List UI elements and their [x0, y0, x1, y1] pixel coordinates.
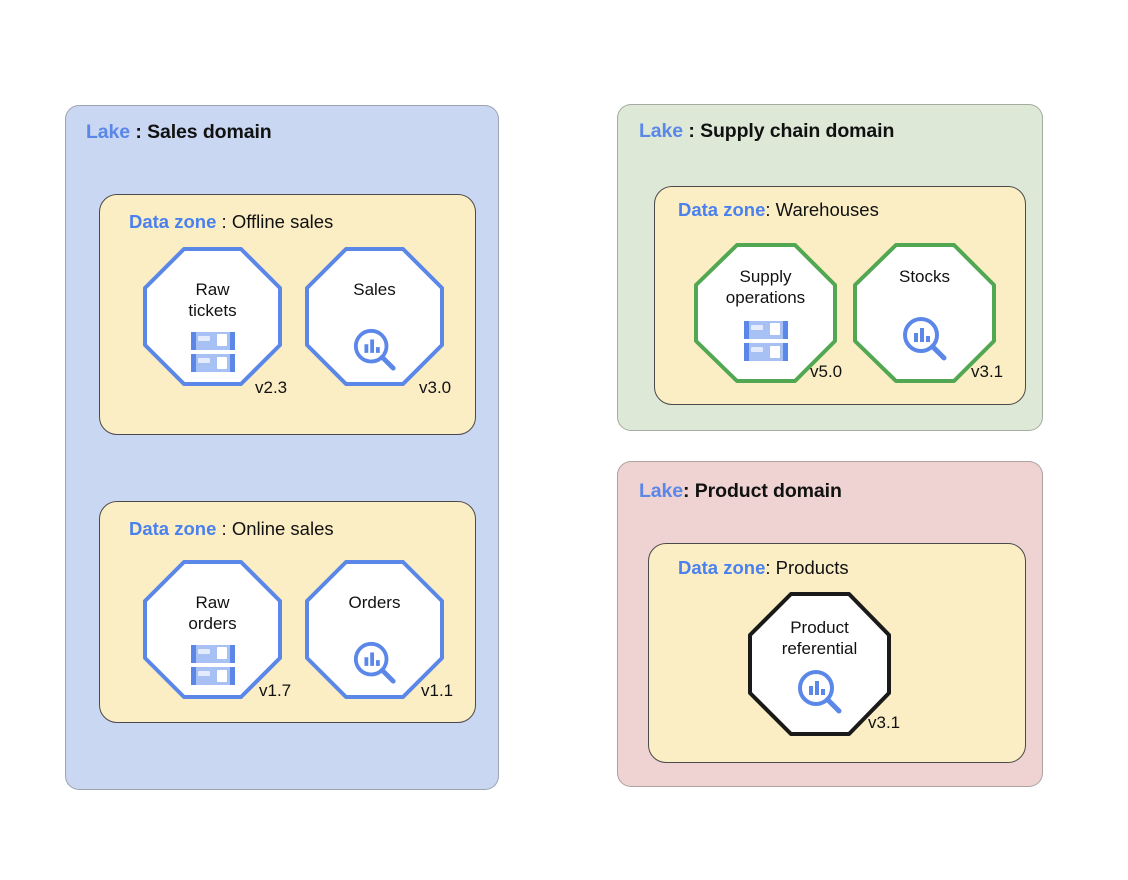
- lake-sales-domain-title: Lake : Sales domain: [86, 121, 272, 144]
- lake-keyword: Lake: [86, 121, 131, 143]
- server-icon: [191, 332, 235, 372]
- data-product-version: v2.3: [255, 378, 288, 397]
- data-product-sales[interactable]: Sales: [305, 247, 444, 386]
- octagon-shape: [748, 592, 891, 736]
- lake-name: Sales domain: [147, 121, 272, 143]
- lake-name: Supply chain domain: [700, 120, 895, 142]
- lake-supply-chain-domain-title: Lake : Supply chain domain: [639, 120, 894, 143]
- analytics-search-icon: [352, 640, 398, 686]
- data-zone-separator: :: [216, 211, 232, 232]
- lake-keyword: Lake: [639, 480, 684, 502]
- data-product-version: v3.1: [868, 713, 901, 732]
- octagon-shape: [305, 560, 444, 699]
- data-zone-separator: :: [765, 199, 776, 220]
- octagon-shape: [694, 243, 837, 383]
- lake-keyword: Lake: [639, 120, 684, 142]
- server-icon: [191, 645, 235, 685]
- data-zone-products-title: Data zone: Products: [678, 557, 849, 579]
- data-zone-name: Offline sales: [231, 211, 334, 232]
- analytics-search-icon: [901, 315, 949, 363]
- data-zone-name: Products: [775, 557, 849, 578]
- lake-name: Product domain: [694, 480, 842, 502]
- data-zone-offline-sales-title: Data zone : Offline sales: [129, 211, 333, 233]
- data-zone-online-sales-title: Data zone : Online sales: [129, 518, 334, 540]
- analytics-search-icon: [796, 668, 844, 716]
- data-zone-keyword: Data zone: [129, 211, 217, 232]
- data-product-version: v1.1: [421, 681, 454, 700]
- data-zone-separator: :: [765, 557, 776, 578]
- data-product-raw-orders[interactable]: Raw orders: [143, 560, 282, 699]
- data-product-version: v3.0: [419, 378, 452, 397]
- data-product-version: v3.1: [971, 362, 1004, 381]
- data-zone-separator: :: [216, 518, 232, 539]
- data-product-version: v5.0: [810, 362, 843, 381]
- octagon-shape: [143, 247, 282, 386]
- lake-product-domain-title: Lake: Product domain: [639, 480, 842, 503]
- octagon-shape: [853, 243, 996, 383]
- data-zone-warehouses-title: Data zone: Warehouses: [678, 199, 879, 221]
- data-zone-name: Warehouses: [775, 199, 879, 220]
- lake-separator: :: [130, 121, 148, 143]
- lake-separator: :: [683, 120, 701, 142]
- octagon-shape: [143, 560, 282, 699]
- data-product-raw-tickets[interactable]: Raw tickets: [143, 247, 282, 386]
- data-product-version: v1.7: [259, 681, 292, 700]
- analytics-search-icon: [352, 327, 398, 373]
- data-zone-keyword: Data zone: [129, 518, 217, 539]
- data-zone-keyword: Data zone: [678, 557, 766, 578]
- server-icon: [744, 321, 788, 361]
- data-zone-keyword: Data zone: [678, 199, 766, 220]
- data-zone-name: Online sales: [231, 518, 334, 539]
- lake-separator: :: [683, 480, 695, 502]
- data-product-orders[interactable]: Orders: [305, 560, 444, 699]
- octagon-shape: [305, 247, 444, 386]
